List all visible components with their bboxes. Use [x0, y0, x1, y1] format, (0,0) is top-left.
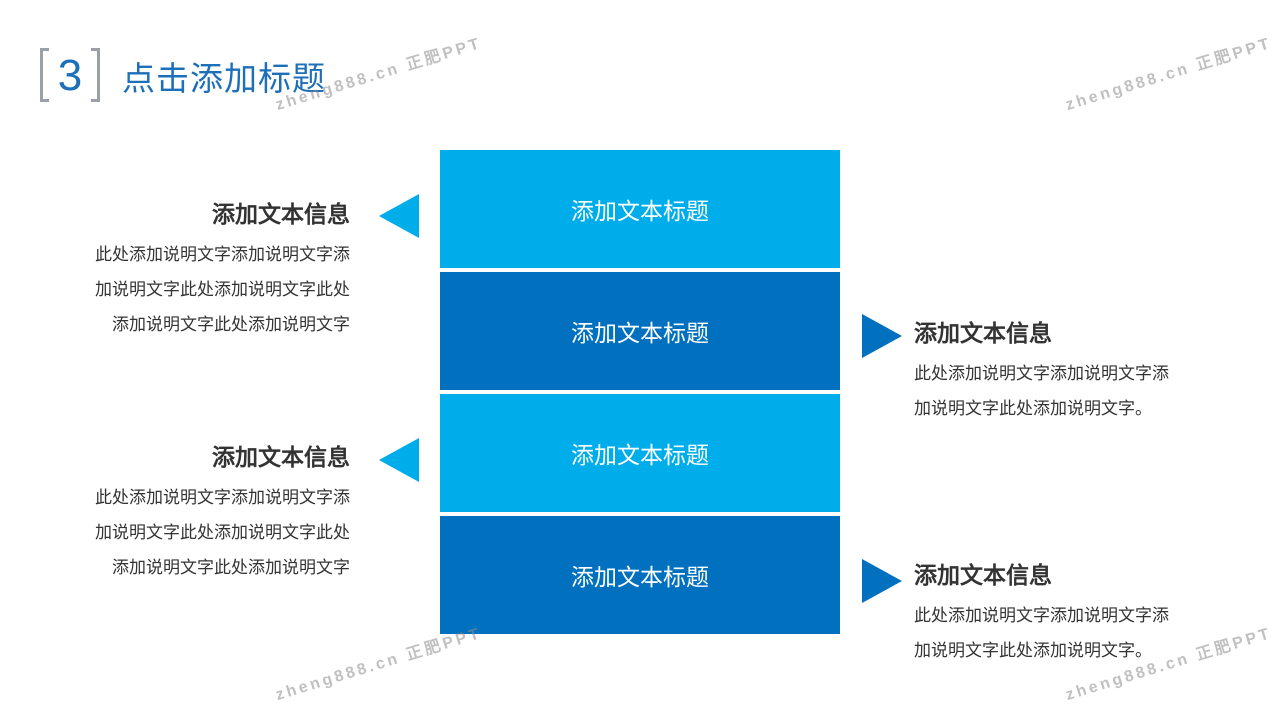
center-block-label: 添加文本标题 [571, 565, 709, 591]
info-line: 加说明文字此处添加说明文字。 [914, 399, 1152, 419]
info-line: 加说明文字此处添加说明文字此处 [95, 523, 350, 543]
center-block-1[interactable]: 添加文本标题 [440, 150, 840, 268]
info-line: 加说明文字此处添加说明文字。 [914, 641, 1152, 661]
triangle-right-icon [862, 314, 902, 358]
info-body: 此处添加说明文字添加说明文字添 加说明文字此处添加说明文字此处 添加说明文字此处… [30, 481, 350, 586]
center-block-label: 添加文本标题 [571, 321, 709, 347]
title-area: 3 点击添加标题 [38, 44, 326, 108]
info-group-1[interactable]: 添加文本信息 此处添加说明文字添加说明文字添 加说明文字此处添加说明文字此处 添… [30, 198, 350, 343]
triangle-left-icon [379, 194, 419, 238]
left-bracket [40, 48, 49, 102]
info-body: 此处添加说明文字添加说明文字添 加说明文字此处添加说明文字。 [914, 357, 1254, 427]
page-title[interactable]: 点击添加标题 [122, 59, 326, 98]
info-line: 加说明文字此处添加说明文字此处 [95, 280, 350, 300]
info-line: 此处添加说明文字添加说明文字添 [95, 488, 350, 508]
info-group-3[interactable]: 添加文本信息 此处添加说明文字添加说明文字添 加说明文字此处添加说明文字此处 添… [30, 441, 350, 586]
info-line: 此处添加说明文字添加说明文字添 [95, 245, 350, 265]
info-group-2[interactable]: 添加文本信息 此处添加说明文字添加说明文字添 加说明文字此处添加说明文字。 [914, 317, 1254, 427]
info-line: 添加说明文字此处添加说明文字 [112, 315, 350, 335]
center-block-label: 添加文本标题 [571, 199, 709, 225]
triangle-left-icon [379, 438, 419, 482]
title-number-box: 3 [38, 48, 102, 104]
watermark: zheng888.cn 正肥PPT [273, 624, 484, 704]
info-body: 此处添加说明文字添加说明文字添 加说明文字此处添加说明文字此处 添加说明文字此处… [30, 238, 350, 343]
info-heading: 添加文本信息 [212, 202, 350, 228]
center-block-4[interactable]: 添加文本标题 [440, 516, 840, 634]
watermark: zheng888.cn 正肥PPT [1063, 34, 1274, 114]
info-body: 此处添加说明文字添加说明文字添 加说明文字此处添加说明文字。 [914, 599, 1254, 669]
info-line: 添加说明文字此处添加说明文字 [112, 558, 350, 578]
center-block-2[interactable]: 添加文本标题 [440, 272, 840, 390]
title-number: 3 [57, 51, 83, 100]
info-group-4[interactable]: 添加文本信息 此处添加说明文字添加说明文字添 加说明文字此处添加说明文字。 [914, 559, 1254, 669]
center-block-3[interactable]: 添加文本标题 [440, 394, 840, 512]
info-line: 此处添加说明文字添加说明文字添 [914, 364, 1169, 384]
center-block-label: 添加文本标题 [571, 443, 709, 469]
info-heading: 添加文本信息 [212, 445, 350, 471]
triangle-right-icon [862, 559, 902, 603]
info-heading: 添加文本信息 [914, 321, 1052, 347]
right-bracket [91, 48, 100, 102]
info-line: 此处添加说明文字添加说明文字添 [914, 606, 1169, 626]
info-heading: 添加文本信息 [914, 563, 1052, 589]
